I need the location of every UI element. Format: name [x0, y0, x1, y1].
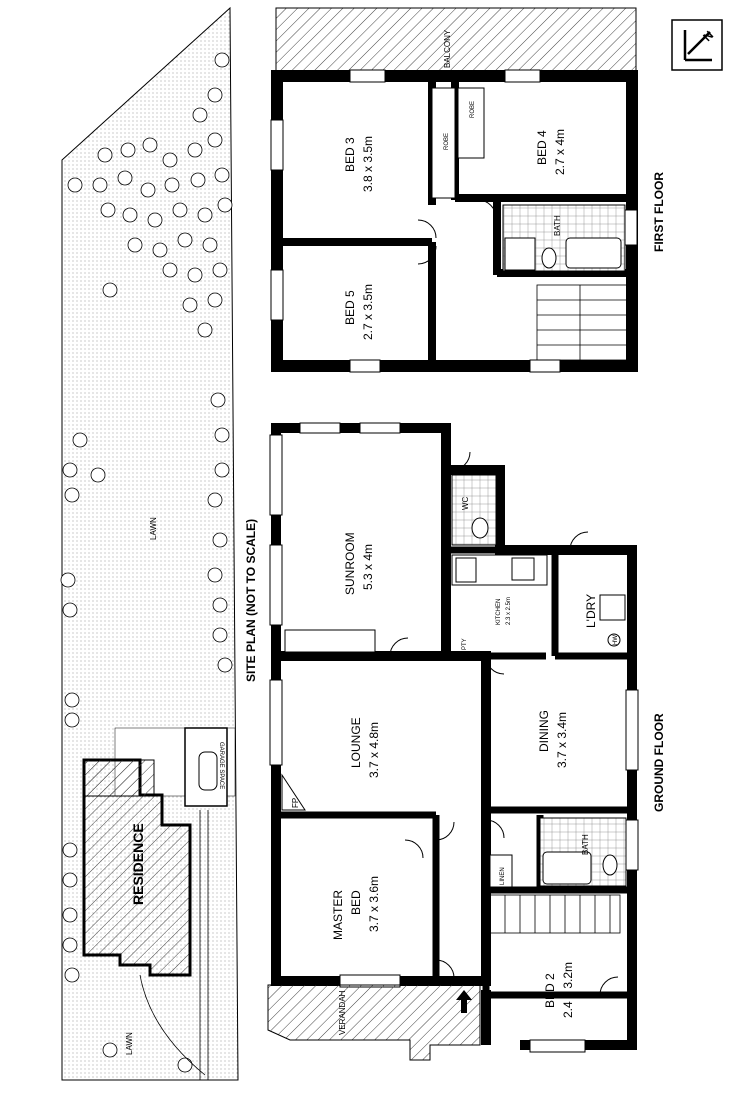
fireplace: [281, 773, 306, 811]
north-arrow: N: [671, 19, 723, 71]
master-name-2: BED: [349, 890, 363, 915]
garage-label: GARAGE SPACE: [218, 742, 224, 789]
robe-2-label: ROBE: [470, 101, 476, 118]
dining-dims: 3.7 x 3.4m: [555, 712, 569, 768]
rear-deck: [83, 759, 155, 797]
site-plan: GARAGE SPACE RESIDENCE LAWN LAWN SITE PL…: [60, 6, 258, 1081]
robe-1: [431, 87, 456, 199]
ground-stairs: [489, 894, 621, 934]
bed4-dims: 2.7 x 4m: [553, 129, 567, 175]
dining-name: DINING: [537, 710, 551, 752]
bed3-dims: 3.8 x 3.5m: [361, 136, 375, 192]
shower: [504, 237, 536, 271]
first-floor-plan: BALCONY ROBE ROBE: [270, 7, 666, 373]
balcony-label: BALCONY: [443, 29, 452, 68]
verandah-label: VERANDAH: [338, 990, 347, 1035]
master-dims: 3.7 x 3.6m: [367, 876, 381, 932]
kitchen-name: KITCHEN: [496, 599, 502, 625]
sunroom-dims: 5.3 x 4m: [361, 544, 375, 590]
laundry-tub: [599, 594, 626, 621]
bed5-dims: 2.7 x 3.5m: [361, 284, 375, 340]
sunroom-walls: [271, 423, 451, 661]
wc-toilet-icon: [471, 517, 489, 539]
pantry-label: PTY: [462, 638, 468, 650]
bathtub: [565, 237, 622, 269]
balcony: [275, 7, 637, 75]
lawn-back-label: LAWN: [149, 517, 158, 540]
kitchen-dims: 2.3 x 2.5m: [506, 597, 512, 625]
sunroom-name: SUNROOM: [343, 532, 357, 595]
site-plan-title: SITE PLAN (NOT TO SCALE): [244, 519, 258, 682]
ground-toilet: [602, 854, 618, 876]
lounge-dims: 3.7 x 4.8m: [367, 722, 381, 778]
car-icon: [198, 751, 218, 791]
sink: [511, 557, 535, 581]
first-bath-label: BATH: [553, 215, 562, 236]
cooktop: [455, 557, 477, 583]
bed4-name: BED 4: [535, 130, 549, 165]
bed3-name: BED 3: [343, 137, 357, 172]
robe-1-label: ROBE: [444, 133, 450, 150]
laundry-label: L'DRY: [584, 594, 598, 628]
toilet: [541, 247, 557, 269]
front-path: [139, 974, 206, 1076]
bed5-name: BED 5: [343, 290, 357, 325]
linen-label: LINEN: [500, 867, 506, 885]
ground-floor-title: GROUND FLOOR: [652, 713, 666, 812]
bed2-name: BED 2: [543, 973, 557, 1008]
linen-cupboard: [489, 854, 513, 888]
first-floor-title: FIRST FLOOR: [652, 172, 666, 252]
fp-label: FP: [291, 798, 300, 808]
wc-label: WC: [461, 496, 470, 510]
lawn-front-label: LAWN: [125, 1032, 134, 1055]
master-name-1: MASTER: [331, 890, 345, 940]
ground-bath-label: BATH: [581, 834, 590, 855]
ground-floor-plan: VERANDAH KITCHEN 2.3 x 2.5m PTY WC HW L'…: [267, 422, 666, 1061]
hot-water-unit: [607, 633, 621, 647]
residence-label: RESIDENCE: [130, 823, 146, 905]
first-stairs: [536, 284, 628, 361]
garden-trees: [60, 52, 233, 1073]
bed2-dims: 2.4 x 3.2m: [561, 962, 575, 1018]
sunroom-bench: [284, 629, 376, 653]
north-arrow-icon: [683, 30, 712, 62]
robe-2: [457, 87, 485, 159]
ground-bathtub: [542, 851, 592, 885]
entry-arrow-icon: [456, 990, 472, 1013]
hw-label: HW: [613, 635, 619, 645]
verandah: [267, 984, 481, 1061]
lounge-name: LOUNGE: [349, 717, 363, 768]
